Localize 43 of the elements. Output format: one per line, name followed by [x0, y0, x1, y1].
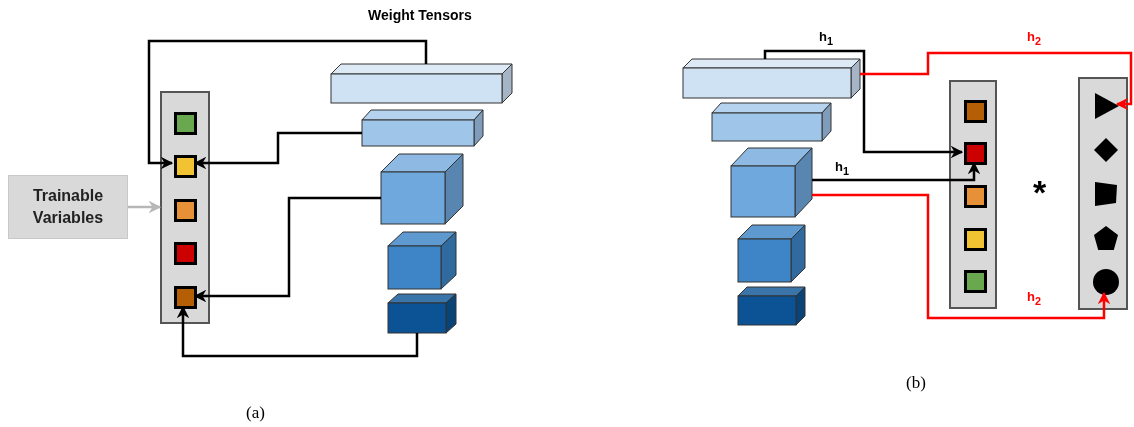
edge-label: h$_{2}$ [1026, 290, 1042, 307]
variable-square [174, 242, 197, 265]
variable-square [174, 112, 197, 135]
tensor-block [712, 103, 831, 141]
variable-square [964, 100, 987, 123]
connector-arrow [147, 39, 428, 170]
panel [1078, 77, 1128, 310]
edge-label: h$_{1}$ [818, 30, 834, 47]
connector-arrow [763, 49, 964, 159]
tensor-block [381, 154, 463, 224]
variable-square [964, 142, 987, 165]
circle-shape [1093, 269, 1119, 295]
multiply-sign: * [1033, 175, 1047, 209]
edge-label: h$_{1}$ [834, 160, 850, 177]
tensor-block [683, 59, 860, 98]
tensor-block [362, 110, 483, 146]
tensor-block [738, 225, 805, 282]
panel [949, 80, 997, 309]
pentagon-shape [1093, 225, 1119, 251]
tensor-block [331, 64, 512, 103]
variable-square [964, 185, 987, 208]
tensor-block [388, 294, 456, 333]
variable-square [964, 270, 987, 293]
variable-square [174, 286, 197, 309]
panel [160, 91, 210, 324]
text-box [8, 175, 128, 239]
variable-square [174, 155, 197, 178]
box-label: Trainable Variables [31, 185, 105, 228]
tensor-block [738, 287, 805, 325]
panel-caption: (b) [906, 374, 926, 391]
variable-square [964, 228, 987, 251]
connector-arrow [128, 200, 162, 214]
trapezoid-shape [1093, 181, 1119, 207]
connector-arrow [860, 51, 1133, 111]
panel-caption: (a) [246, 404, 265, 421]
variable-square [174, 199, 197, 222]
tensor-block [388, 232, 456, 289]
triangle-shape [1093, 93, 1119, 119]
edge-label: h$_{2}$ [1026, 30, 1042, 47]
connector-arrow [812, 193, 1111, 320]
heading: Weight Tensors [368, 8, 472, 22]
diamond-shape [1093, 137, 1119, 163]
tensor-block [731, 148, 812, 217]
